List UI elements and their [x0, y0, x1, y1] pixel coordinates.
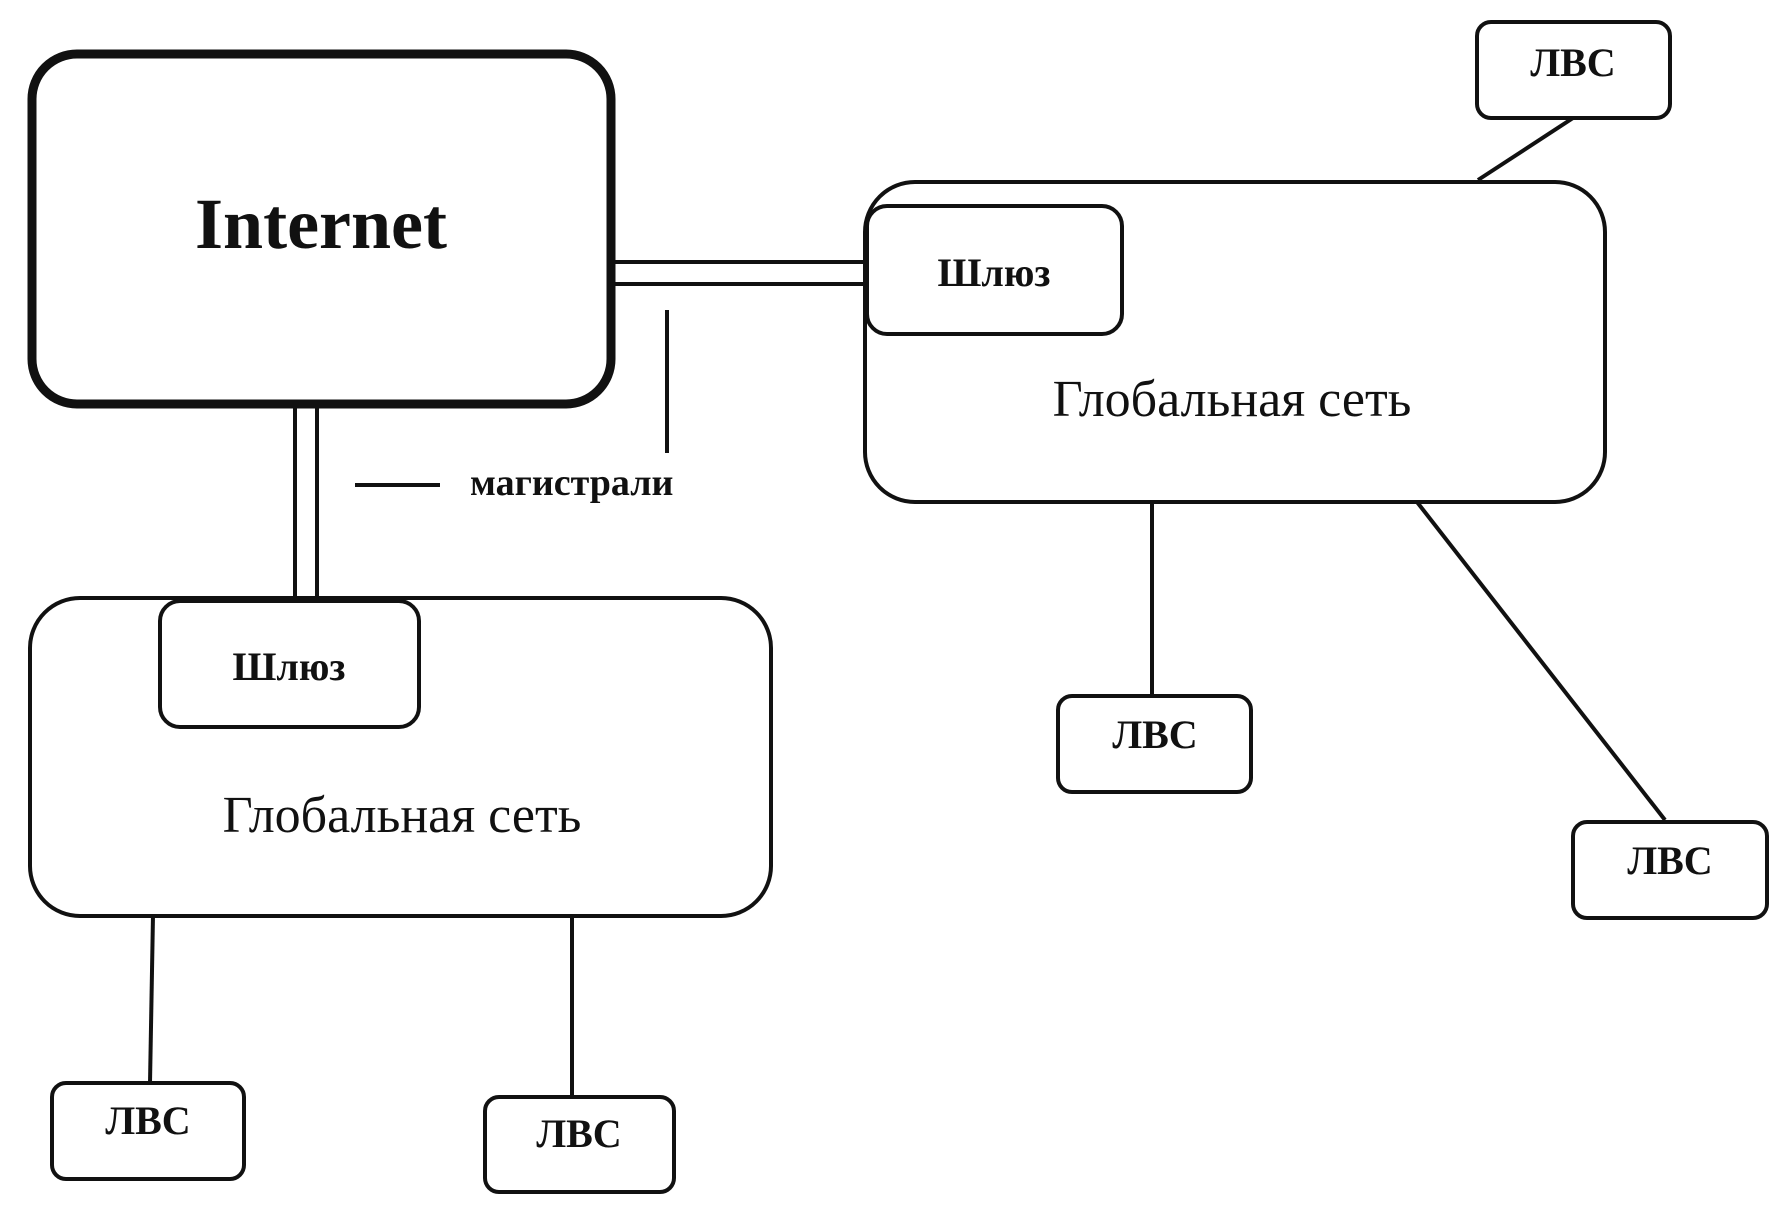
lan-top-right-node: ЛВС [1475, 20, 1672, 120]
lan-far-right-node: ЛВС [1571, 820, 1769, 920]
gateway-left-node: Шлюз [158, 599, 421, 729]
lan-bottom-left-label: ЛВС [105, 1098, 190, 1143]
gateway-left-label: Шлюз [232, 644, 345, 689]
wan-left-label: Глобальная сеть [223, 787, 582, 844]
lan-bottom-middle-node: ЛВС [483, 1095, 676, 1194]
lan-middle-right-label: ЛВС [1112, 712, 1197, 757]
link-right-wan-to-top-lan [1476, 116, 1575, 182]
lan-far-right-label: ЛВС [1627, 838, 1712, 883]
gateway-right-label: Шлюз [937, 250, 1050, 295]
lan-bottom-left-node: ЛВС [50, 1081, 246, 1181]
gateway-right-node: Шлюз [865, 204, 1124, 336]
lan-bottom-middle-label: ЛВС [536, 1111, 621, 1156]
internet-label: Internet [195, 184, 447, 264]
internet-node: Internet [27, 49, 616, 409]
backbone-internet-to-right-gateway [610, 260, 868, 286]
backbone-internet-to-left-gateway [293, 405, 319, 598]
lan-middle-right-node: ЛВС [1056, 694, 1253, 794]
link-left-wan-to-bottom-lan [148, 914, 155, 1084]
backbone-legend-label: магистрали [470, 462, 673, 504]
wan-right-label: Глобальная сеть [1053, 371, 1412, 428]
lan-top-right-label: ЛВС [1530, 40, 1615, 85]
link-right-wan-to-far-lan [1415, 500, 1667, 822]
